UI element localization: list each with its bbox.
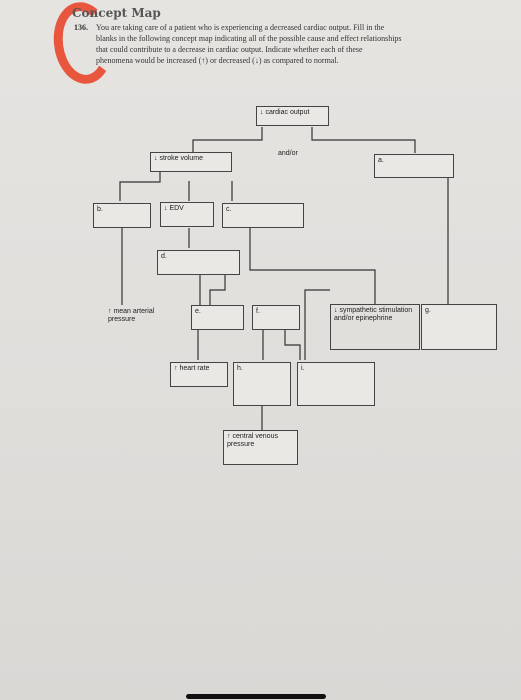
question-line-3: that could contribute to a decrease in c… bbox=[96, 45, 363, 54]
blank-i[interactable]: i. bbox=[297, 362, 375, 406]
blank-i-label: i. bbox=[301, 365, 305, 372]
box-mean-arterial-pressure: ↑ mean arterial pressure bbox=[104, 305, 180, 335]
blank-h[interactable]: h. bbox=[233, 362, 291, 406]
blank-h-label: h. bbox=[237, 365, 243, 372]
blank-c[interactable]: c. bbox=[222, 203, 304, 228]
box-stroke-volume: ↓ stroke volume bbox=[150, 152, 232, 172]
label-cardiac-output: ↓ cardiac output bbox=[260, 109, 310, 116]
blank-d-label: d. bbox=[161, 253, 167, 260]
blank-b-label: b. bbox=[97, 206, 103, 213]
label-central-venous-pressure: ↑ central venous pressure bbox=[227, 433, 278, 448]
label-mean-arterial-pressure: ↑ mean arterial pressure bbox=[108, 308, 155, 323]
question-line-2: blanks in the following concept map indi… bbox=[96, 34, 402, 43]
question-number: 136. bbox=[74, 23, 88, 32]
box-central-venous-pressure: ↑ central venous pressure bbox=[223, 430, 298, 465]
label-heart-rate: ↑ heart rate bbox=[174, 365, 210, 372]
question-line-1: You are taking care of a patient who is … bbox=[96, 23, 385, 32]
label-stroke-volume: ↓ stroke volume bbox=[154, 155, 204, 162]
box-heart-rate: ↑ heart rate bbox=[170, 362, 228, 387]
label-edv: ↓ EDV bbox=[164, 205, 184, 212]
blank-f-label: f. bbox=[256, 308, 260, 315]
blank-a[interactable]: a. bbox=[374, 154, 454, 178]
box-cardiac-output: ↓ cardiac output bbox=[256, 106, 329, 126]
question-line-4: phenomena would be increased (↑) or decr… bbox=[96, 56, 339, 65]
blank-a-label: a. bbox=[378, 157, 384, 164]
section-title: Concept Map bbox=[72, 6, 161, 20]
blank-d[interactable]: d. bbox=[157, 250, 240, 275]
home-indicator bbox=[186, 694, 326, 699]
blank-e[interactable]: e. bbox=[191, 305, 244, 330]
blank-g[interactable]: g. bbox=[421, 304, 497, 350]
blank-c-label: c. bbox=[226, 206, 232, 213]
blank-b[interactable]: b. bbox=[93, 203, 151, 228]
box-sympathetic: ↓ sympathetic stimulation and/or epineph… bbox=[330, 304, 420, 350]
label-and-or: and/or bbox=[278, 150, 298, 157]
label-sympathetic: ↓ sympathetic stimulation and/or epineph… bbox=[334, 307, 413, 322]
blank-f[interactable]: f. bbox=[252, 305, 300, 330]
box-edv: ↓ EDV bbox=[160, 202, 214, 227]
blank-e-label: e. bbox=[195, 308, 201, 315]
blank-g-label: g. bbox=[425, 307, 431, 314]
